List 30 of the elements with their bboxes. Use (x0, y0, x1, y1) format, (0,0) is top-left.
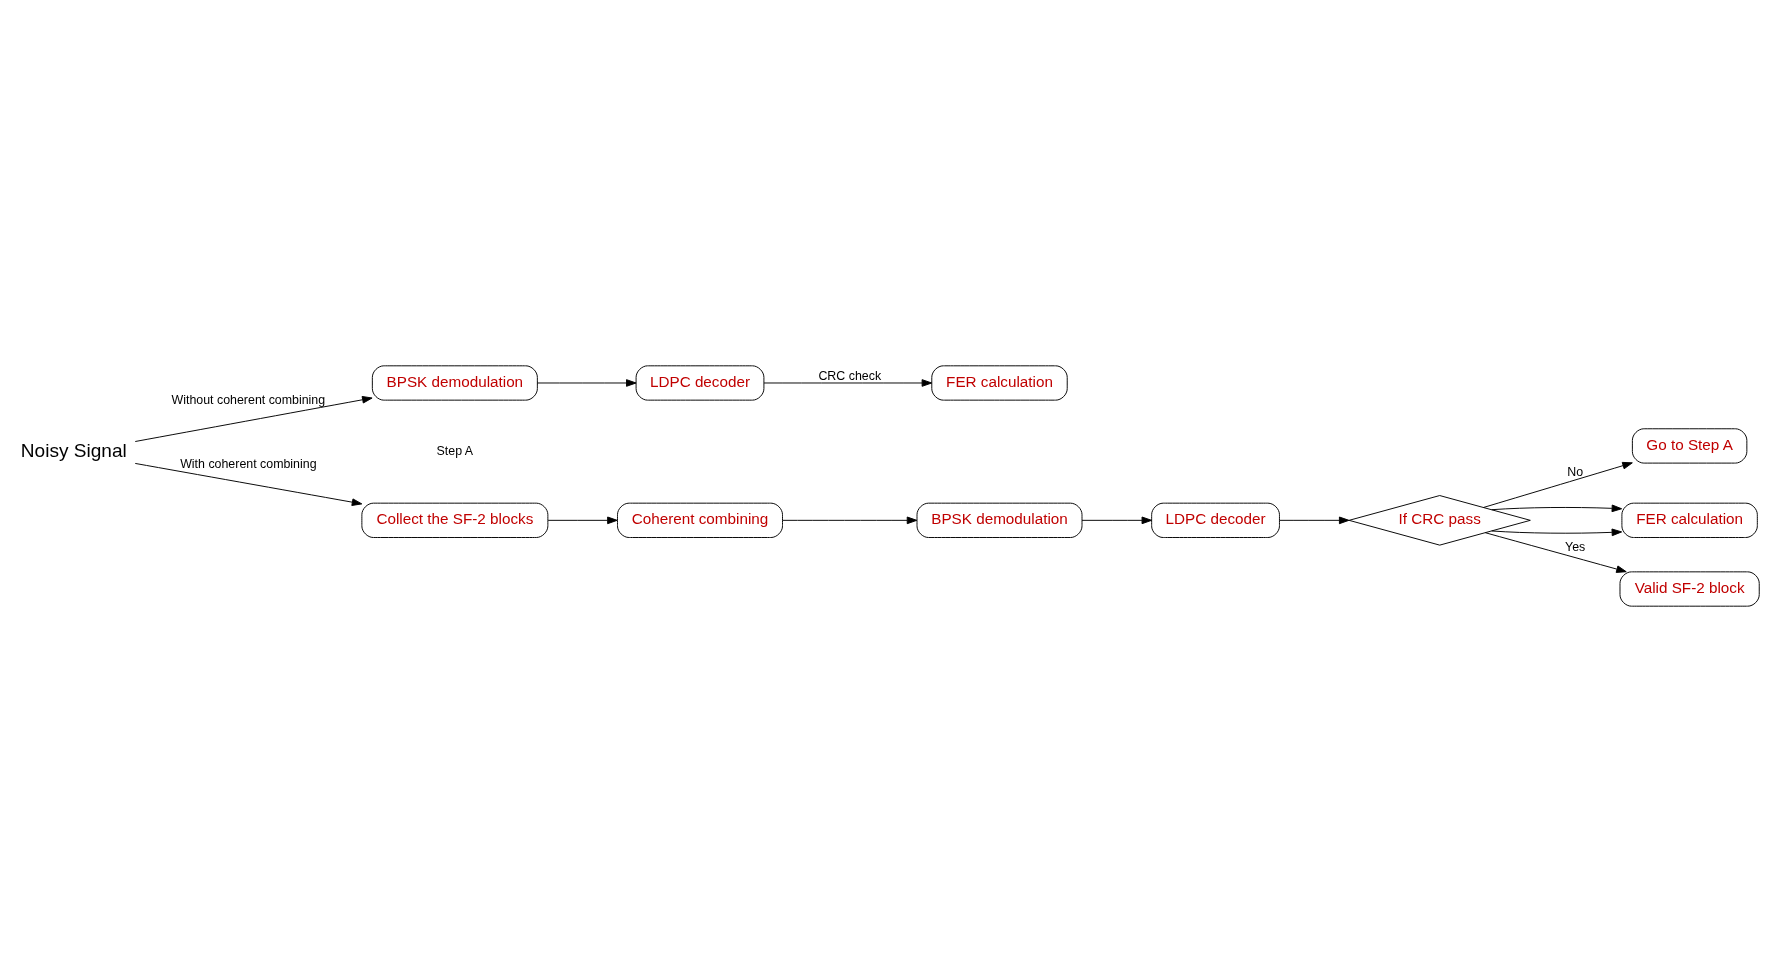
arrow (547, 516, 618, 525)
node-box: FER calculation (1621, 502, 1758, 538)
arrow (1491, 528, 1623, 537)
edge-label: No (1567, 464, 1584, 479)
node-box: BPSK demodulation (371, 365, 538, 401)
edge-label: Without coherent combining (171, 393, 326, 408)
arrow (782, 516, 918, 525)
node-label: Step A (436, 443, 474, 458)
node-diamond: If CRC pass (1348, 495, 1531, 546)
arrow (763, 379, 933, 387)
node-box: LDPC decoder (1151, 502, 1280, 538)
edge-label: CRC check (818, 368, 882, 383)
node-text: Noisy Signal (20, 440, 127, 462)
node-box: BPSK demodulation (916, 502, 1083, 538)
node-box: Go to Step A (1631, 428, 1748, 464)
node-box: LDPC decoder (635, 365, 765, 401)
edge-label: With coherent combining (180, 457, 317, 472)
node-box: Coherent combining (617, 502, 783, 538)
arrow (1484, 532, 1627, 573)
arrow (1081, 516, 1153, 525)
edge-label: Yes (1565, 540, 1586, 555)
arrow (1483, 461, 1633, 508)
arrow (1491, 504, 1623, 513)
arrow (1279, 516, 1350, 525)
arrow (537, 379, 637, 387)
node-box: Collect the SF-2 blocks (361, 502, 549, 538)
node-box: Valid SF-2 block (1619, 571, 1760, 607)
node-box: FER calculation (931, 365, 1068, 401)
arrow (134, 395, 373, 442)
arrow (134, 462, 363, 506)
